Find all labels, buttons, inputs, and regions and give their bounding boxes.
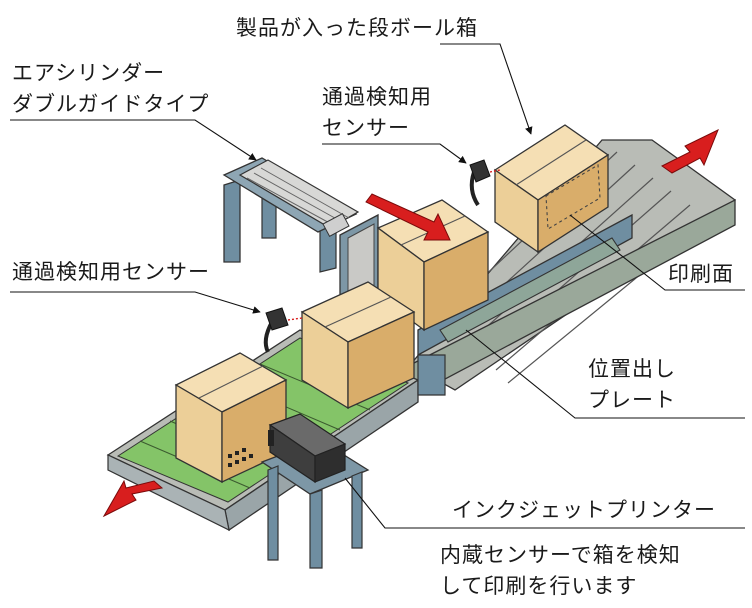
label-air-cylinder-line2: ダブルガイドタイプ xyxy=(12,92,210,116)
label-sensor-top: 通過検知用 センサー xyxy=(322,82,432,144)
label-printer-name: インクジェットプリンター xyxy=(452,498,716,522)
inkjet-printer xyxy=(260,413,370,569)
box-left-front xyxy=(174,352,288,484)
label-sensor-top-line1: 通過検知用 xyxy=(322,85,432,109)
label-box-with-product: 製品が入った段ボール箱 xyxy=(236,16,478,40)
arrow-in-right xyxy=(661,128,719,174)
label-positioning-plate: 位置出し プレート xyxy=(588,354,676,416)
label-positioning-line1: 位置出し xyxy=(588,357,676,381)
positioning-plate xyxy=(417,213,633,396)
label-printer-desc-line1: 内蔵センサーで箱を検知 xyxy=(440,543,681,567)
sensor-left xyxy=(263,307,303,353)
label-sensor-left: 通過検知用センサー xyxy=(12,260,210,284)
arrow-push xyxy=(365,193,451,241)
arrow-out-left xyxy=(102,479,164,518)
label-print-surface: 印刷面 xyxy=(668,262,734,286)
label-sensor-top-line2: センサー xyxy=(322,116,410,140)
box-left-back xyxy=(300,281,416,410)
label-positioning-line2: プレート xyxy=(588,388,676,412)
label-printer-desc-line2: して印刷を行います xyxy=(440,574,638,598)
label-air-cylinder-line1: エアシリンダー xyxy=(12,61,166,85)
box-printed xyxy=(493,124,610,254)
label-air-cylinder: エアシリンダー ダブルガイドタイプ xyxy=(12,58,209,120)
leader-lines xyxy=(10,43,745,529)
sensor-top xyxy=(469,159,501,207)
flow-arrows xyxy=(102,128,719,518)
air-cylinder xyxy=(222,157,379,320)
label-printer-desc: 内蔵センサーで箱を検知 して印刷を行います xyxy=(440,540,681,602)
